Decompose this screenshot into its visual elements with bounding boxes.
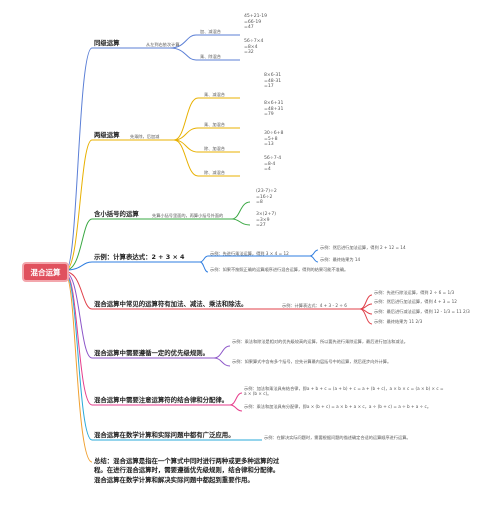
branch-title: 混合运算中需要遵循一定的优先级规则。 [94,349,210,357]
branch-desc: 先算小括号里面的，再算小括号外面的 [152,213,224,218]
calc-value: 30÷6+8 =5+8 =13 [264,131,284,148]
calc-value: 56÷7-4 =8-4 =4 [264,156,282,173]
branch-title: 示例：计算表达式：2 + 3 × 4 [94,253,185,261]
calc-value: 56÷7×4 =8×4 =32 [244,39,264,56]
branch-title: 混合运算中常见的运算符有加法、减法、乘法和除法。 [94,300,248,308]
example-item: 示例：如果不按照正确的运算顺序进行混合运算，得到的结果可能不准确。 [210,267,349,272]
branch-title: 同级运算 [94,39,120,47]
sub-label: 乘、减混合 [204,92,225,97]
sub-label: 除、减混合 [204,170,225,175]
connector [65,218,93,271]
connector [65,271,93,310]
connector [65,273,93,406]
calc-value: 45+21-19 =66-19 =47 [244,14,268,31]
root-node: 混合运算 [22,262,69,282]
example-item: 示例：先进行乘法运算，得到 3 × 4 = 12 [210,251,289,256]
example-sub: 示例：计算表达式：4 + 3 - 2 ÷ 6 [282,303,347,308]
sub-label: 除、加混合 [204,146,225,151]
summary-text: 总结：混合运算是指在一个算式中同时进行两种或更多种运算的过程。在进行混合运算时，… [94,457,280,484]
example-item: 示例：最终结果为 14 [320,257,361,262]
calc-value: 8×6-31 =48-31 =17 [264,73,282,90]
connector [65,272,93,359]
connector [65,47,93,271]
example-item: 示例：最后进行减法运算，得到 12 - 1/3 = 11 2/3 [374,309,470,314]
example-item: 示例：先进行除法运算，得到 2 ÷ 6 = 1/3 [374,290,455,295]
calc-value: (23-7)÷2 =16÷2 =8 [256,189,277,206]
branch-desc: 先乘除，后加减 [130,134,160,139]
branch-title: 混合运算在数学计算和实际问题中都有广泛应用。 [94,431,235,439]
calc-value: 3×(2+7) =3×9 =27 [256,212,277,229]
connector [65,261,93,271]
example-item: 示例：然后进行加法运算，得到 2 + 12 = 14 [320,245,406,250]
calc-value: 8×6+31 =48+31 =79 [264,101,284,118]
branch-desc: 从左到右依次计算 [146,42,180,47]
connector [65,274,93,441]
sub-label: 加、减混合 [200,29,221,34]
example-item: 示例：最终结果为 11 2/3 [374,319,423,324]
sub-label: 乘、加混合 [204,122,225,127]
example-item: 示例：在解决实际问题时，需要根据问题的描述确定合适的运算顺序进行运算。 [264,435,411,440]
example-item: 示例：加法和乘法具有结合律，即a + b + c = (a + b) + c =… [244,386,444,397]
connector [65,275,93,463]
example-item: 示例：乘法和加法具有分配律，即a × (b + c) = a × b + a ×… [244,404,432,409]
branch-title: 含小括号的运算 [94,210,139,218]
connector [65,139,93,271]
branch-title: 两级运算 [94,131,120,139]
example-item: 示例：然后进行加法运算，得到 4 + 3 = 12 [374,299,457,304]
example-item: 示例：乘法和除法是相对的优先级较高的运算，所以要先进行乘除运算，最后进行加法和减… [232,339,408,344]
example-item: 示例：如果算式中含有多个括号，应先计算最内层括号中的运算，然后逐步向外计算。 [232,359,392,364]
sub-label: 乘、除混合 [200,54,221,59]
branch-title: 混合运算中需要注意运算符的结合律和分配律。 [94,396,229,404]
